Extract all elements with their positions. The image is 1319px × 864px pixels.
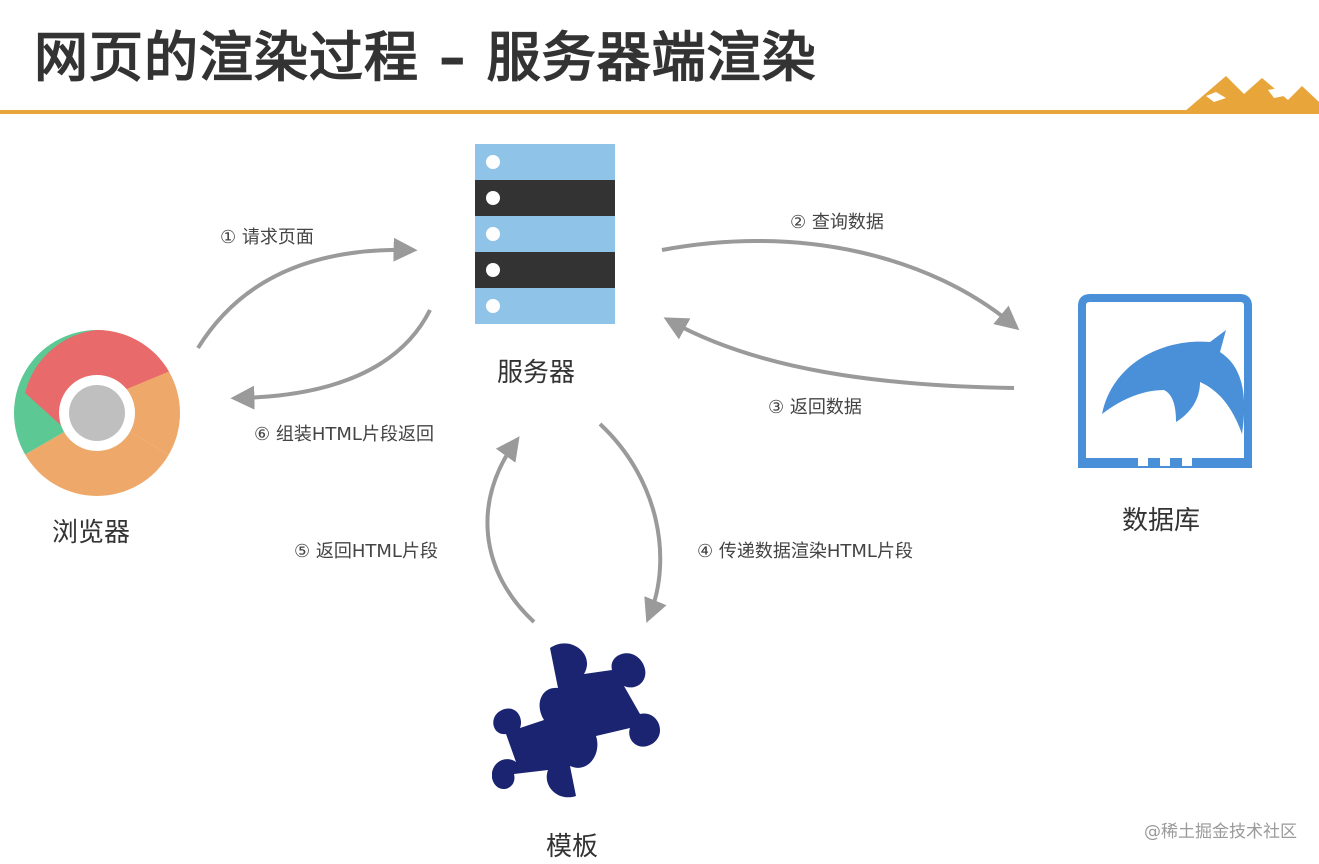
- arrow-return-fragment: [485, 436, 536, 624]
- server-label: 服务器: [497, 358, 576, 388]
- step-3-label: ③ 返回数据: [768, 397, 862, 418]
- page-title: 网页的渲染过程 – 服务器端渲染: [34, 26, 817, 89]
- browser-label: 浏览器: [52, 518, 131, 548]
- template-label: 模板: [546, 832, 599, 862]
- puzzle-piece-icon: [492, 643, 660, 798]
- chrome-icon: [14, 330, 180, 496]
- step-6-label: ⑥ 组装HTML片段返回: [254, 424, 434, 445]
- server-rack-icon: [475, 144, 615, 324]
- arrow-query-data: [661, 239, 1020, 331]
- mountain-icon: [1184, 76, 1319, 112]
- watermark: @稀土掘金技术社区: [1144, 822, 1297, 842]
- step-1-label: ① 请求页面: [220, 227, 314, 248]
- title-underline: [0, 110, 1319, 114]
- arrow-return-data: [663, 317, 1015, 390]
- arrow-return-assembled: [230, 309, 432, 410]
- mysql-dolphin-icon: [1078, 294, 1252, 468]
- step-5-label: ⑤ 返回HTML片段: [294, 541, 438, 562]
- arrow-request-page: [196, 237, 418, 350]
- step-4-label: ④ 传递数据渲染HTML片段: [697, 541, 913, 562]
- step-2-label: ② 查询数据: [790, 212, 884, 233]
- arrow-pass-to-template: [598, 422, 667, 623]
- database-label: 数据库: [1122, 506, 1201, 536]
